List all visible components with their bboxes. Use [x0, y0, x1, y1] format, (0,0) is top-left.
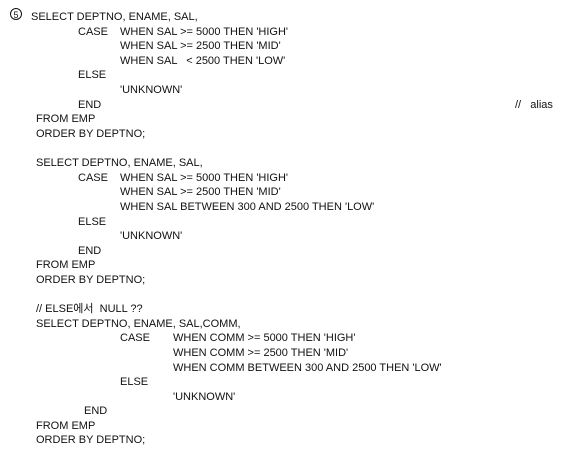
code-line: END [78, 99, 102, 111]
code-line: WHEN COMM >= 5000 THEN 'HIGH' [173, 332, 356, 344]
circled-number-marker: 5 [10, 8, 22, 20]
code-line: SELECT DEPTNO, ENAME, SAL,COMM, [36, 318, 241, 330]
code-line: CASE [78, 26, 108, 38]
code-line: WHEN SAL BETWEEN 300 AND 2500 THEN 'LOW' [120, 201, 375, 213]
code-comment: // ELSE에서 NULL ?? [36, 303, 143, 315]
code-line: WHEN SAL >= 5000 THEN 'HIGH' [120, 172, 289, 184]
code-line: END [78, 245, 102, 257]
code-line: WHEN SAL >= 5000 THEN 'HIGH' [120, 26, 289, 38]
code-comment: // alias [515, 99, 553, 111]
code-line: END [84, 405, 108, 417]
code-line: SELECT DEPTNO, ENAME, SAL, [36, 157, 203, 169]
code-line: SELECT DEPTNO, ENAME, SAL, [31, 11, 198, 23]
code-line: FROM EMP [36, 259, 96, 271]
code-line: WHEN SAL >= 2500 THEN 'MID' [120, 40, 281, 52]
code-line: WHEN SAL < 2500 THEN 'LOW' [120, 55, 286, 67]
code-line: WHEN SAL >= 2500 THEN 'MID' [120, 186, 281, 198]
code-line: ORDER BY DEPTNO; [36, 128, 146, 140]
code-line: ORDER BY DEPTNO; [36, 274, 146, 286]
code-line: WHEN COMM >= 2500 THEN 'MID' [173, 347, 349, 359]
code-line: 'UNKNOWN' [173, 391, 236, 403]
code-line: 'UNKNOWN' [120, 84, 183, 96]
code-line: WHEN COMM BETWEEN 300 AND 2500 THEN 'LOW… [173, 362, 442, 374]
code-line: ORDER BY DEPTNO; [36, 434, 146, 446]
code-line: FROM EMP [36, 113, 96, 125]
code-line: 'UNKNOWN' [120, 230, 183, 242]
code-line: ELSE [78, 69, 107, 81]
code-line: CASE [120, 332, 150, 344]
code-line: ELSE [120, 376, 149, 388]
code-line: CASE [78, 172, 108, 184]
code-line: FROM EMP [36, 420, 96, 432]
code-line: ELSE [78, 216, 107, 228]
